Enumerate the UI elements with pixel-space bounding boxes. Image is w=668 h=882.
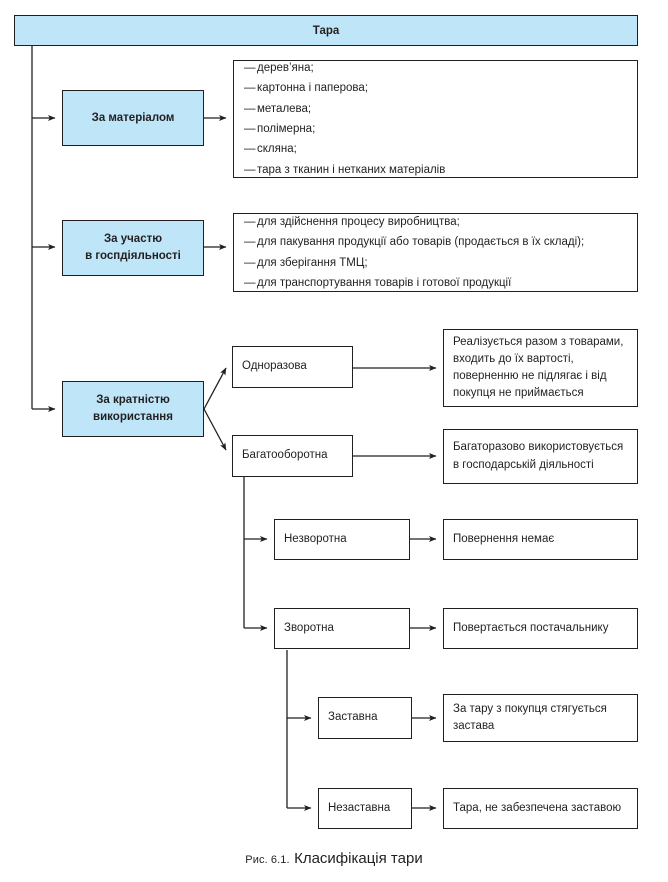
node-root-tara[interactable]: Тара <box>14 15 638 46</box>
node-multi-use[interactable]: Багатооборотна <box>232 435 353 477</box>
figure-caption: Рис. 6.1. Класифікація тари <box>0 850 668 868</box>
dash-glyph: — <box>244 163 256 176</box>
list-item-text: дерев’яна; <box>257 61 314 74</box>
list-item-text: для транспортування товарів і готової пр… <box>257 276 512 289</box>
node-pledged[interactable]: Заставна <box>318 697 412 739</box>
dash-glyph: — <box>244 102 256 115</box>
node-root-label: Тара <box>312 24 340 37</box>
node-branch-activity-line2: в госпдіяльності <box>85 250 181 262</box>
list-item-text: для пакування продукції або товарів (про… <box>257 236 585 249</box>
dash-glyph: — <box>244 256 256 269</box>
connector-multiplicity-multi <box>203 408 227 451</box>
dash-glyph: — <box>244 276 256 289</box>
dash-glyph: — <box>244 215 256 228</box>
list-item: —картонна і паперова; <box>244 78 627 98</box>
node-branch-material-label: За матеріалом <box>91 111 175 124</box>
node-returnable-description[interactable]: Повертається постачальнику <box>443 608 638 649</box>
node-material-items[interactable]: —дерев’яна; —картонна і паперова; —метал… <box>233 60 638 178</box>
node-branch-activity-line1: За участю <box>103 233 163 246</box>
list-item: —металева; <box>244 99 627 119</box>
node-single-use[interactable]: Одноразова <box>232 346 353 388</box>
list-item: —для транспортування товарів і готової п… <box>244 273 627 293</box>
node-single-use-description[interactable]: Реалізується разом з товарами, входить д… <box>443 329 638 407</box>
dash-glyph: — <box>244 143 256 156</box>
node-non-pledged[interactable]: Незаставна <box>318 788 412 829</box>
node-branch-multiplicity-line2: використання <box>93 411 173 423</box>
connector-multiplicity-single <box>203 367 227 410</box>
node-non-returnable-label: Незворотна <box>284 532 347 545</box>
list-item-text: полімерна; <box>257 123 316 135</box>
node-multi-use-label: Багатооборотна <box>242 449 328 462</box>
node-single-use-description-text: Реалізується разом з товарами, входить д… <box>453 335 624 400</box>
list-item: —полімерна; <box>244 119 627 139</box>
node-branch-activity[interactable]: За участю в госпдіяльності <box>62 220 204 276</box>
dash-glyph: — <box>244 123 256 135</box>
list-item-text: для зберігання ТМЦ; <box>257 256 368 269</box>
node-pledged-description[interactable]: За тару з покупця стягується застава <box>443 694 638 742</box>
list-item: —тара з тканин і нетканих матеріалів <box>244 160 627 180</box>
node-activity-items[interactable]: —для здійснення процесу виробництва; —дл… <box>233 213 638 292</box>
node-multi-use-description[interactable]: Багаторазово використовується в господар… <box>443 429 638 484</box>
list-item: —скляна; <box>244 139 627 159</box>
node-non-pledged-description-text: Тара, не забезпечена заставою <box>453 801 622 814</box>
node-non-returnable[interactable]: Незворотна <box>274 519 410 560</box>
list-item-text: тара з тканин і нетканих матеріалів <box>257 163 446 176</box>
list-item: —для зберігання ТМЦ; <box>244 253 627 273</box>
dash-glyph: — <box>244 82 256 95</box>
node-single-use-label: Одноразова <box>242 360 307 373</box>
list-item: —для здійснення процесу виробництва; <box>244 212 627 232</box>
node-branch-multiplicity-line1: За кратністю <box>96 394 170 407</box>
node-non-pledged-description[interactable]: Тара, не забезпечена заставою <box>443 788 638 829</box>
material-item-list: —дерев’яна; —картонна і паперова; —метал… <box>244 58 627 180</box>
list-item: —для пакування продукції або товарів (пр… <box>244 232 627 252</box>
node-non-returnable-description-text: Повернення немає <box>453 532 555 545</box>
node-non-returnable-description[interactable]: Повернення немає <box>443 519 638 560</box>
list-item: —дерев’яна; <box>244 58 627 78</box>
node-pledged-description-text: За тару з покупця стягується застава <box>453 702 607 732</box>
node-returnable[interactable]: Зворотна <box>274 608 410 649</box>
list-item-text: картонна і паперова; <box>257 82 369 95</box>
dash-glyph: — <box>244 61 256 74</box>
node-branch-material[interactable]: За матеріалом <box>62 90 204 146</box>
list-item-text: для здійснення процесу виробництва; <box>257 215 460 228</box>
list-item-text: скляна; <box>257 143 297 156</box>
node-multi-use-description-text: Багаторазово використовується в господар… <box>453 441 624 471</box>
list-item-text: металева; <box>257 102 312 115</box>
activity-item-list: —для здійснення процесу виробництва; —дл… <box>244 212 627 293</box>
node-branch-multiplicity-label: За кратністю використання <box>93 392 173 425</box>
node-returnable-label: Зворотна <box>284 621 334 634</box>
figure-number: Рис. 6.1. <box>245 854 290 866</box>
dash-glyph: — <box>244 236 256 249</box>
node-branch-multiplicity[interactable]: За кратністю використання <box>62 381 204 437</box>
node-non-pledged-label: Незаставна <box>328 801 391 814</box>
node-branch-activity-label: За участю в госпдіяльності <box>85 231 181 264</box>
node-returnable-description-text: Повертається постачальнику <box>453 621 609 634</box>
node-pledged-label: Заставна <box>328 711 378 724</box>
figure-title: Класифікація тари <box>294 850 423 867</box>
